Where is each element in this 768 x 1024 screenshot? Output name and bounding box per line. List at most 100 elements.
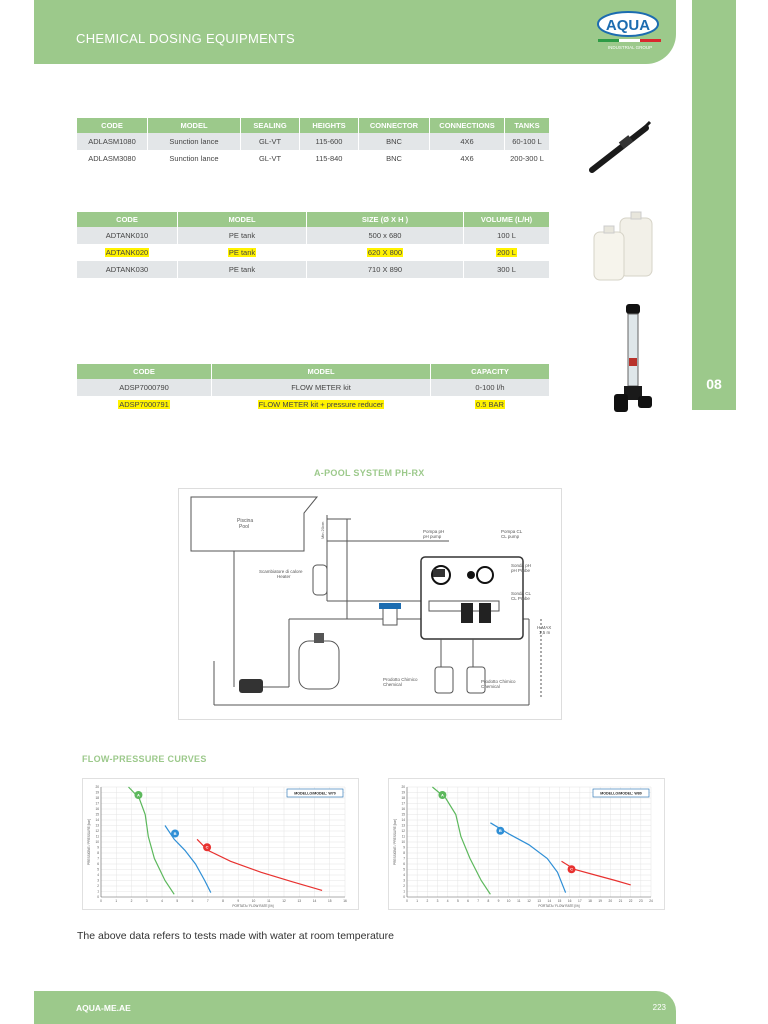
x-tick-label: 15 <box>558 899 562 903</box>
x-tick-label: 12 <box>282 899 286 903</box>
y-tick-label: 10 <box>95 840 99 844</box>
column-header: SIZE (Ø X H ) <box>306 212 464 227</box>
column-header: MODEL <box>147 118 241 133</box>
flow-meter-image <box>614 304 652 412</box>
x-tick-label: 5 <box>457 899 459 903</box>
chapter-tab: 08 <box>692 0 736 410</box>
highlight: 200 L <box>496 248 517 257</box>
table-cell: PE tank <box>177 261 307 278</box>
x-tick-label: 1 <box>115 899 117 903</box>
y-tick-label: 13 <box>401 824 405 828</box>
table-cell: Sunction lance <box>147 133 241 150</box>
x-axis-label: PORTATA / FLOW RATE [l/h] <box>538 904 579 908</box>
series-marker-label: C <box>570 867 573 872</box>
series-line-a <box>432 786 491 895</box>
column-header: CONNECTOR <box>358 118 430 133</box>
table-cell: GL-VT <box>240 150 300 167</box>
x-tick-label: 15 <box>328 899 332 903</box>
page-footer: AQUA-ME.AE 223 <box>34 991 676 1024</box>
table-row: ADTANK030 PE tank 710 X 890 300 L <box>77 261 550 278</box>
suction-lance-image <box>589 120 652 173</box>
x-tick-label: 7 <box>477 899 479 903</box>
table-cell: FLOW METER kit + pressure reducer <box>211 396 431 413</box>
table-cell: 115-600 <box>299 133 359 150</box>
series-line-b <box>164 825 212 893</box>
y-axis-label: PRESSIONE / PRESSURE [bar] <box>87 819 91 865</box>
ph-probe-label-en: pH Probe <box>511 568 531 573</box>
y-tick-label: 1 <box>403 890 405 894</box>
y-tick-label: 11 <box>96 835 100 839</box>
legend-label: MODELLO/MODEL: W70 <box>294 792 336 796</box>
chemical-2-label-en: Chemical <box>481 684 500 689</box>
y-tick-label: 20 <box>401 785 405 789</box>
x-tick-label: 3 <box>146 899 148 903</box>
column-header: CODE <box>77 364 212 379</box>
x-tick-label: 13 <box>537 899 541 903</box>
x-tick-label: 0 <box>406 899 408 903</box>
x-tick-label: 4 <box>161 899 163 903</box>
table-cell: ADTANK030 <box>77 261 178 278</box>
hmax-label-line1: H MAX <box>537 625 551 630</box>
table-cell: ADLASM1080 <box>77 133 148 150</box>
table-cell: 4X6 <box>429 133 505 150</box>
table-cell: 300 L <box>463 261 550 278</box>
x-tick-label: 10 <box>252 899 256 903</box>
highlight: ADTANK020 <box>104 248 150 257</box>
legend-box <box>286 788 344 798</box>
page-header: CHEMICAL DOSING EQUIPMENTS AQUA INDUSTRI… <box>34 0 676 64</box>
y-tick-label: 13 <box>95 824 99 828</box>
cl-pump-label-it: Pompa CL <box>501 529 523 534</box>
tank-table: CODE MODEL SIZE (Ø X H ) VOLUME (L/H) AD… <box>77 212 550 278</box>
page-title: CHEMICAL DOSING EQUIPMENTS <box>76 31 295 46</box>
legend-label: MODELLO/MODEL: W80 <box>600 792 642 796</box>
hmax-label-line2: 1,5 m <box>539 630 551 635</box>
x-tick-label: 0 <box>100 899 102 903</box>
highlight: 620 X 800 <box>366 248 404 257</box>
logo-subtitle: INDUSTRIAL GROUP <box>608 45 652 50</box>
aqua-logo: AQUA INDUSTRIAL GROUP <box>597 11 661 50</box>
table-cell: GL-VT <box>240 133 300 150</box>
series-marker-label: B <box>499 828 502 833</box>
table-cell: 0.5 BAR <box>430 396 550 413</box>
table-row: ADLASM3080 Sunction lance GL-VT 115-840 … <box>77 150 550 167</box>
y-tick-label: 9 <box>97 846 99 850</box>
x-tick-label: 22 <box>629 899 633 903</box>
table-cell: ADTANK020 <box>77 244 178 261</box>
table-cell: 60-100 L <box>504 133 550 150</box>
ph-probe-label-it: Sonda pH <box>511 563 531 568</box>
pool-label-it: Piscina <box>237 518 253 524</box>
series-marker-label: A <box>137 792 140 797</box>
table-row: ADLASM1080 Sunction lance GL-VT 115-600 … <box>77 133 550 150</box>
table-row: ADTANK010 PE tank 500 x 680 100 L <box>77 227 550 244</box>
cl-probe-label-it: Sonda CL <box>511 591 532 596</box>
table-cell: Sunction lance <box>147 150 241 167</box>
x-tick-label: 21 <box>619 899 623 903</box>
y-tick-label: 20 <box>95 785 99 789</box>
logo-text: AQUA <box>606 17 650 34</box>
y-tick-label: 5 <box>97 868 99 872</box>
x-tick-label: 6 <box>192 899 194 903</box>
footer-website: AQUA-ME.AE <box>76 1003 131 1013</box>
highlight: PE tank <box>227 248 257 257</box>
series-marker-c <box>567 865 576 874</box>
x-tick-label: 14 <box>548 899 552 903</box>
series-line-a <box>128 786 175 895</box>
y-tick-label: 0 <box>403 895 405 899</box>
heater-label-it: Scambiatore di calore <box>259 569 303 574</box>
x-tick-label: 8 <box>487 899 489 903</box>
x-axis-label: PORTATA / FLOW RATE [l/h] <box>232 904 273 908</box>
table-row: ADSP7000790 FLOW METER kit 0-100 l/h <box>77 379 550 396</box>
x-tick-label: 2 <box>426 899 428 903</box>
y-tick-label: 15 <box>95 813 99 817</box>
page-number: 223 <box>652 1003 666 1012</box>
y-tick-label: 14 <box>401 818 405 822</box>
y-tick-label: 17 <box>401 802 405 806</box>
series-marker-label: B <box>174 831 177 836</box>
x-tick-label: 7 <box>207 899 209 903</box>
